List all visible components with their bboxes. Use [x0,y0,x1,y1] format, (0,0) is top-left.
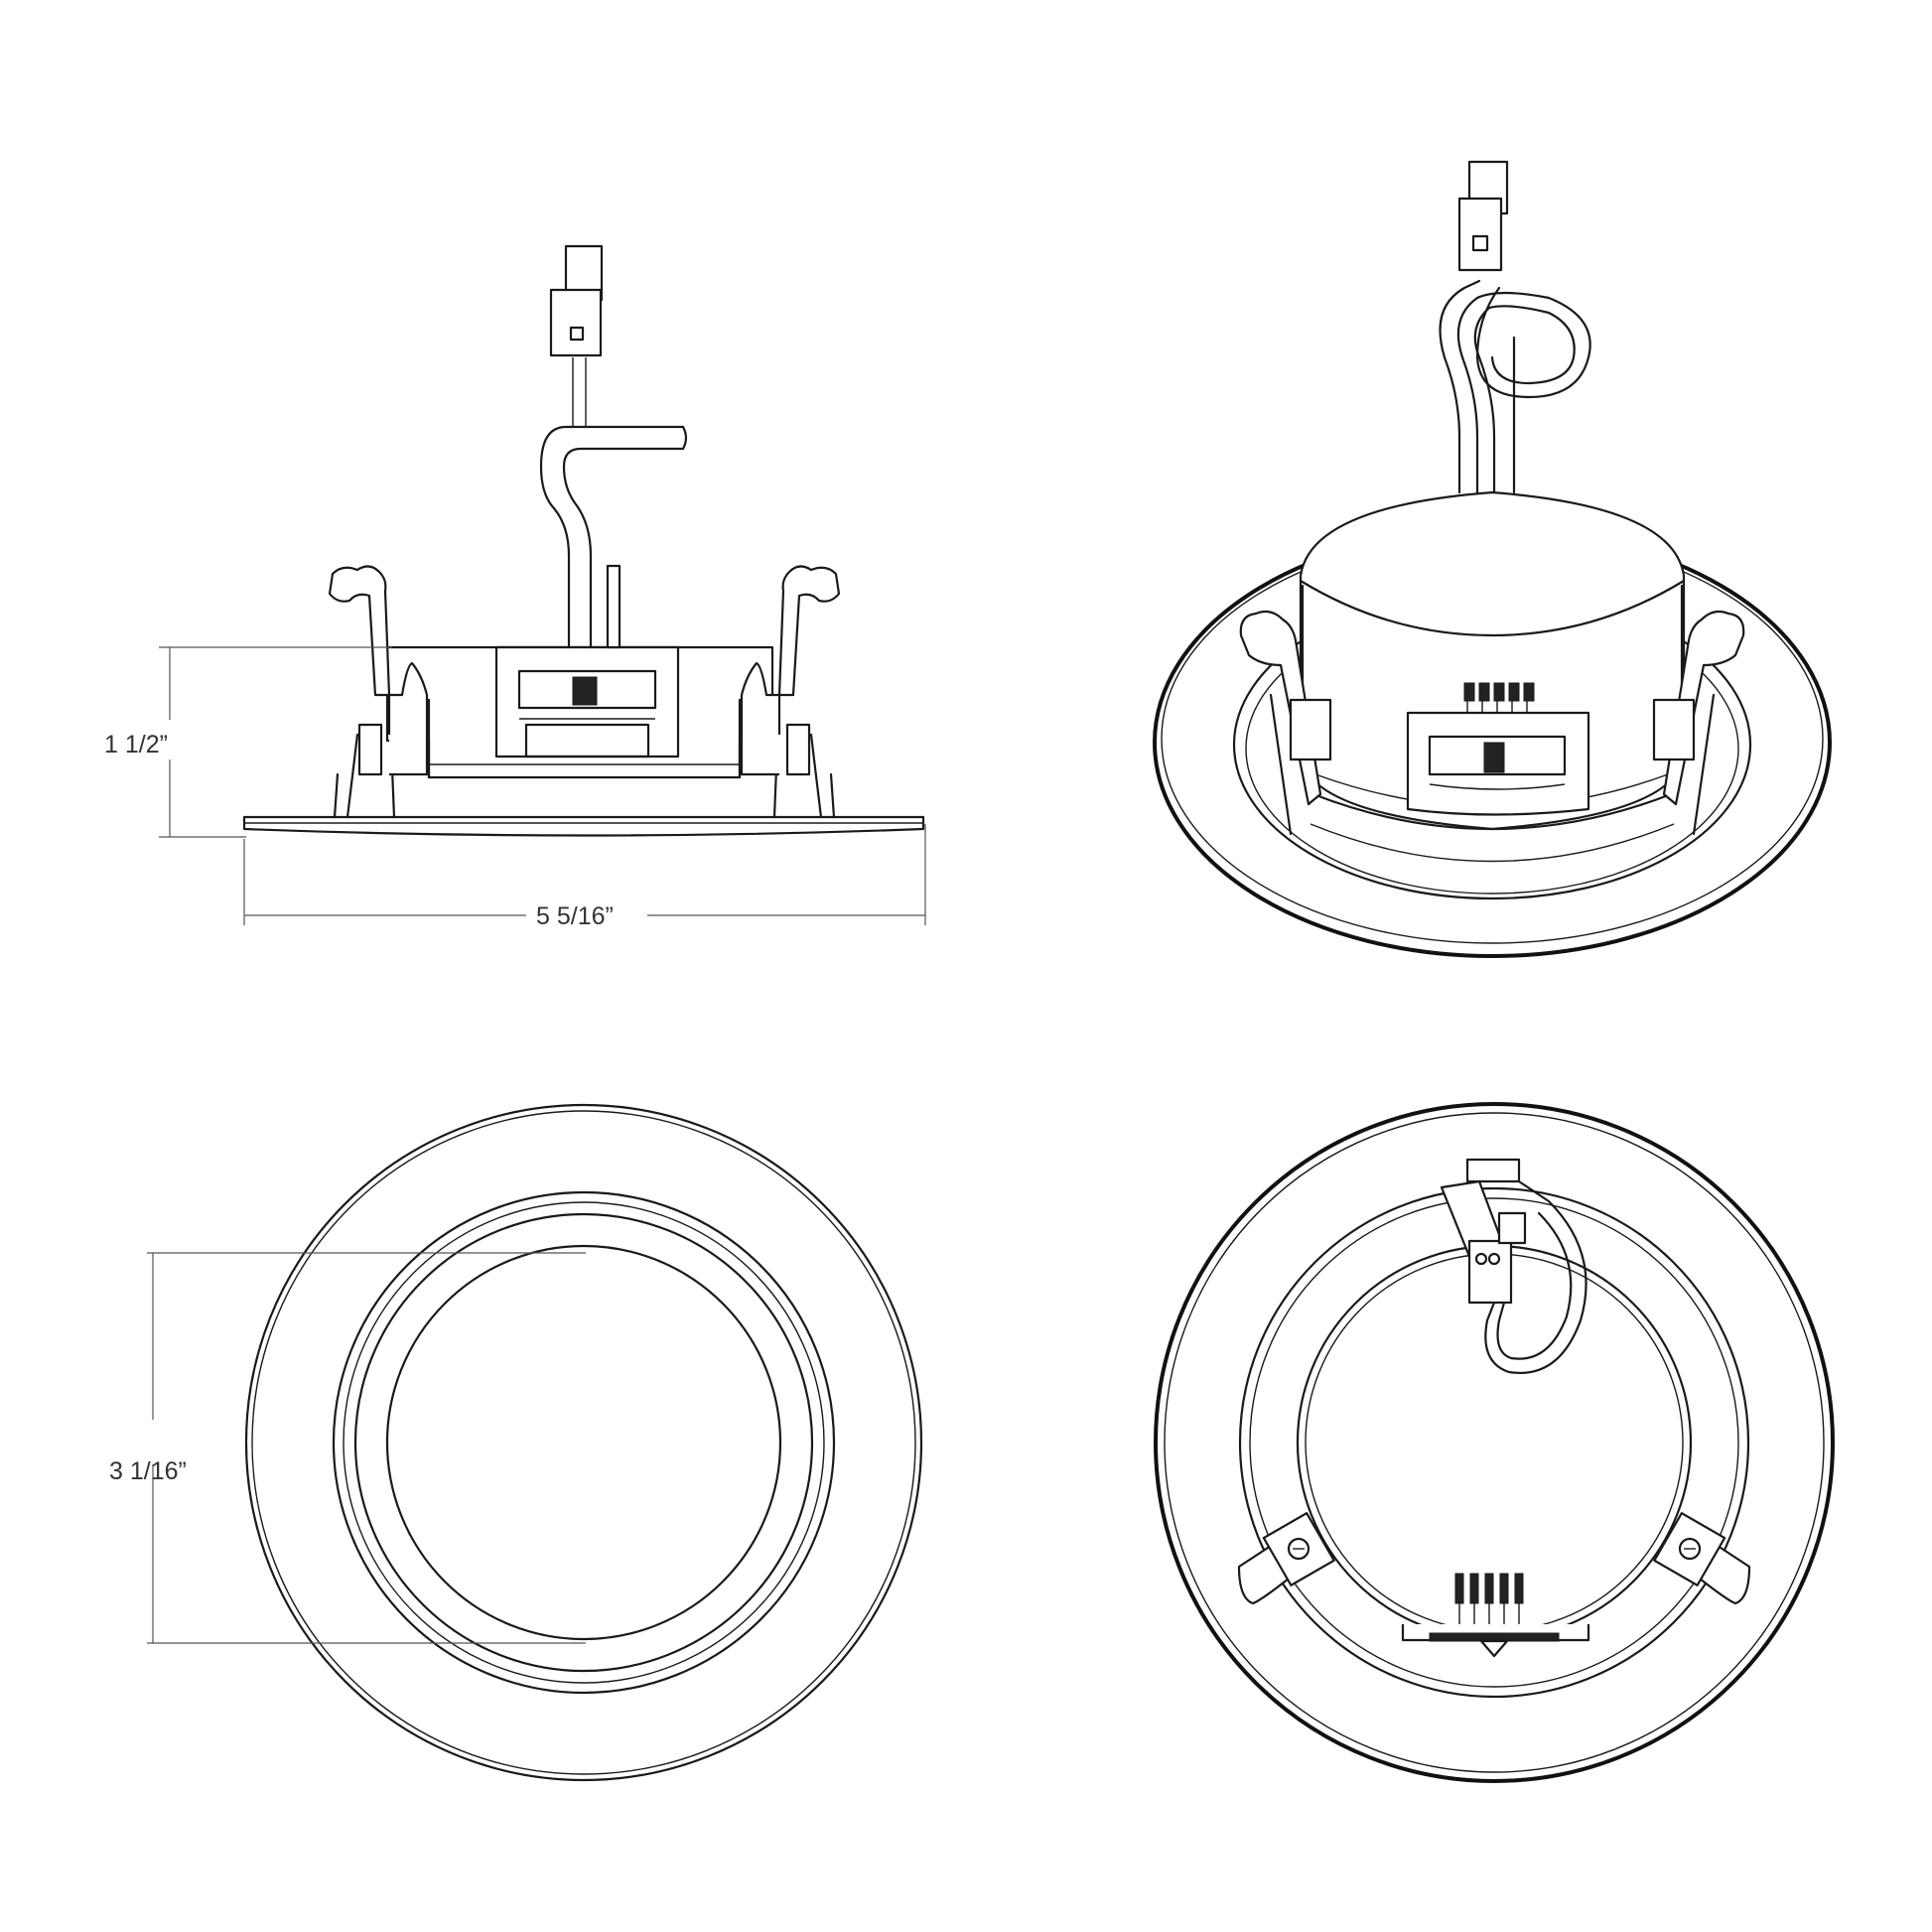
height-dimension-label: 1 1/2” [104,731,168,759]
width-dimension: 5 5/16” [243,824,926,930]
aperture-dimension: 3 1/16” [109,1252,586,1644]
height-dimension: 1 1/2” [104,646,392,838]
back-view [1154,1102,1835,1783]
isometric-view-spring-clip-right [1652,610,1745,836]
isometric-view-wire-connector [1439,160,1591,494]
side-view [242,244,925,837]
side-view-housing [385,645,774,779]
side-view-wire-connector [539,244,688,649]
side-view-trim [242,815,925,837]
back-view-spring-clip-left [1237,1512,1335,1605]
isometric-view [1153,160,1832,958]
front-view [244,1103,923,1782]
isometric-view-spring-clip-left [1239,610,1332,836]
aperture-dimension-label: 3 1/16” [109,1457,187,1485]
width-dimension-label: 5 5/16” [536,902,614,930]
front-view-aperture [385,1244,782,1641]
back-view-spring-clip-right [1653,1512,1751,1605]
isometric-view-housing [1299,490,1686,863]
side-view-spring-clip-left [328,565,429,819]
back-view-junction-box [1401,1573,1590,1658]
side-view-spring-clip-right [740,565,841,819]
back-view-wire-connector [1440,1158,1587,1374]
